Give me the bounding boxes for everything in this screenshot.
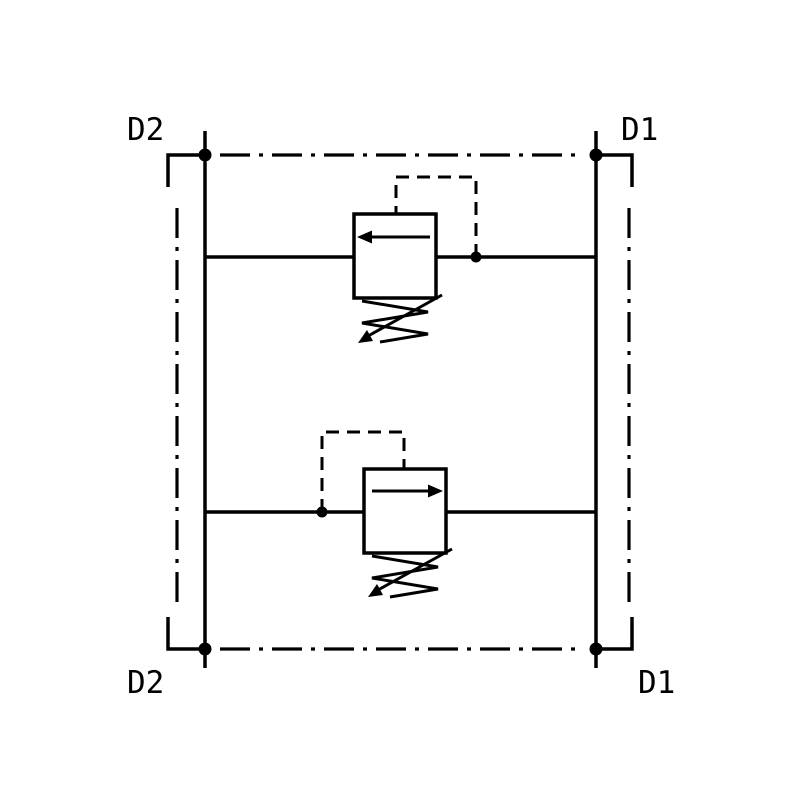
relief-valve-lower bbox=[205, 430, 596, 599]
lower-pilot-line bbox=[320, 430, 406, 512]
upper-valve-flow-arrowhead-left bbox=[357, 230, 372, 244]
lower-valve-spring bbox=[371, 554, 439, 599]
port-label-d1-top: D1 bbox=[621, 112, 658, 148]
corner-bracket-bottom-left bbox=[166, 617, 204, 651]
lower-valve-adjust-arrowhead bbox=[368, 584, 383, 597]
upper-valve-body bbox=[352, 212, 438, 300]
relief-valve-upper bbox=[205, 175, 596, 344]
port-label-d2-top: D2 bbox=[127, 112, 164, 148]
lower-valve-body bbox=[362, 467, 448, 555]
corner-bracket-top-right bbox=[597, 153, 634, 187]
junction-node-bottom-left bbox=[198, 642, 212, 656]
upper-pilot-junction-node bbox=[470, 251, 482, 263]
corner-bracket-bottom-right bbox=[597, 617, 634, 651]
port-label-d1-bottom: D1 bbox=[638, 665, 675, 701]
corner-bracket-top-left bbox=[166, 153, 204, 187]
port-label-d2-bottom: D2 bbox=[127, 665, 164, 701]
junction-node-top-left bbox=[198, 148, 212, 162]
upper-valve-spring bbox=[361, 299, 429, 344]
junction-node-bottom-right bbox=[589, 642, 603, 656]
upper-valve-adjust-arrowhead bbox=[358, 330, 373, 343]
upper-pilot-line bbox=[394, 175, 478, 257]
lower-valve-flow-arrowhead-right bbox=[428, 484, 443, 498]
manifold-boundary bbox=[166, 153, 634, 651]
port-lines bbox=[198, 131, 603, 668]
lower-pilot-junction-node bbox=[316, 506, 328, 518]
upper-valve-adjust-arrow-shaft bbox=[367, 293, 443, 338]
lower-valve-adjust-arrow-shaft bbox=[377, 547, 453, 592]
junction-node-top-right bbox=[589, 148, 603, 162]
